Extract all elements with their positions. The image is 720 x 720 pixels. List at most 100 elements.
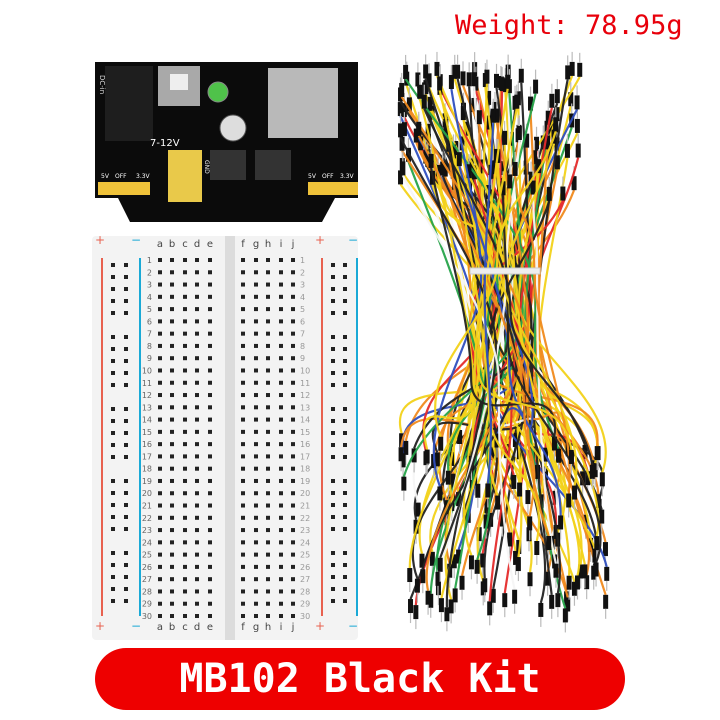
wire-connector [536, 159, 542, 174]
breadboard-hole [266, 380, 270, 385]
breadboard-hole [279, 307, 283, 312]
breadboard-hole [208, 466, 212, 471]
row-number: 27 [142, 575, 152, 584]
breadboard-hole [183, 319, 187, 324]
breadboard-hole [241, 294, 245, 299]
rail-hole [124, 407, 128, 411]
breadboard-hole [183, 515, 187, 520]
breadboard-hole [208, 343, 212, 348]
rail-hole [124, 563, 128, 567]
breadboard-hole [158, 478, 162, 483]
rail-symbol: − [131, 619, 141, 633]
row-number: 26 [300, 563, 310, 572]
rail-hole [331, 299, 335, 303]
wire-connector [416, 121, 422, 136]
breadboard-hole [266, 601, 270, 606]
wire-connector [530, 180, 536, 195]
row-number: 7 [300, 330, 305, 339]
breadboard-hole [158, 417, 162, 422]
wire-connector [445, 470, 451, 485]
wire-connector [599, 472, 605, 487]
breadboard-hole [266, 319, 270, 324]
wire-connector [434, 452, 440, 467]
breadboard-hole [291, 343, 295, 348]
wire-connector [560, 186, 566, 201]
breadboard-hole [266, 614, 270, 618]
gnd-label: GND [203, 160, 210, 174]
breadboard-hole [241, 356, 245, 361]
rail-hole [111, 371, 115, 375]
breadboard-hole [208, 552, 212, 557]
rail-hole [331, 515, 335, 519]
breadboard-hole [170, 417, 174, 422]
row-number: 22 [142, 514, 152, 523]
breadboard-hole [183, 270, 187, 275]
breadboard-hole [183, 294, 187, 299]
rail-hole [111, 527, 115, 531]
wire-connector [415, 72, 421, 87]
rail-hole [331, 275, 335, 279]
rail-hole [124, 419, 128, 423]
breadboard-hole [279, 466, 283, 471]
breadboard-hole [254, 258, 258, 262]
wire-connector [578, 564, 584, 579]
wire-connector [401, 122, 407, 137]
rail-hole [331, 479, 335, 483]
breadboard-hole [195, 294, 199, 299]
breadboard-hole [158, 393, 162, 398]
breadboard-hole [254, 319, 258, 324]
wire-connector [554, 155, 560, 170]
breadboard-hole [195, 429, 199, 434]
rail-hole [124, 263, 128, 267]
rail-hole [124, 371, 128, 375]
row-number: 15 [142, 428, 152, 437]
breadboard-hole [266, 515, 270, 520]
rail-hole [331, 263, 335, 267]
rail-hole [343, 299, 347, 303]
breadboard-hole [195, 417, 199, 422]
breadboard-hole [266, 454, 270, 459]
breadboard-hole [266, 491, 270, 496]
breadboard-hole [170, 466, 174, 471]
jumper-wire [434, 130, 557, 438]
wire-connector [450, 473, 456, 488]
wire-connector [504, 444, 510, 459]
rail-hole [343, 491, 347, 495]
row-number: 18 [300, 465, 310, 474]
wire-connector [475, 483, 481, 498]
wire-connector [490, 108, 496, 123]
row-number: 17 [300, 452, 310, 461]
column-label: j [291, 239, 295, 250]
breadboard-hole [241, 614, 245, 618]
wire-connector [444, 607, 450, 622]
breadboard-hole [183, 258, 187, 262]
wire-connector [515, 557, 521, 572]
breadboard-hole [291, 491, 295, 496]
rail-hole [111, 275, 115, 279]
wire-connector [482, 578, 488, 593]
breadboard-hole [195, 307, 199, 312]
wire-connector [574, 575, 580, 590]
breadboard-hole [254, 601, 258, 606]
row-number: 6 [147, 317, 152, 326]
wire-connector [513, 550, 519, 565]
row-number: 16 [142, 440, 152, 449]
rail-hole [343, 407, 347, 411]
row-number: 19 [142, 477, 152, 486]
wire-connector [428, 153, 434, 168]
rail-hole [331, 335, 335, 339]
row-number: 1 [147, 256, 152, 265]
breadboard-hole [291, 393, 295, 398]
wire-connector [423, 149, 429, 164]
rail-hole [111, 491, 115, 495]
breadboard-hole [266, 552, 270, 557]
wire-connector [452, 588, 458, 603]
breadboard-hole [183, 282, 187, 287]
rail-hole [124, 491, 128, 495]
rail-hole [124, 575, 128, 579]
jumper-wire [430, 167, 557, 437]
jumper-wires [397, 51, 610, 633]
breadboard-hole [279, 405, 283, 410]
wire-connector [408, 599, 414, 614]
breadboard-hole [291, 564, 295, 569]
